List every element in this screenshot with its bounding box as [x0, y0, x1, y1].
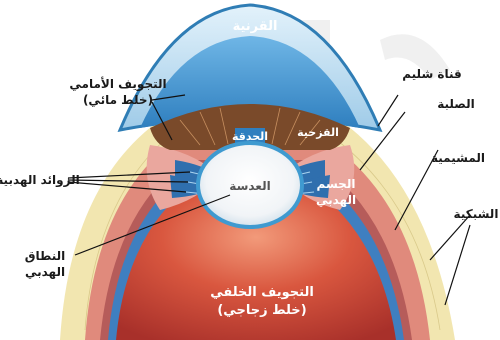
- label-pupil: الحدقة: [232, 130, 268, 143]
- label-ciliary-processes: الزوائد الهدبية: [0, 173, 80, 188]
- label-choroid: المشيمية: [431, 151, 485, 165]
- label-ciliary-body-1: الجسم: [317, 177, 356, 191]
- label-zonule-2: الهدبي: [25, 265, 65, 279]
- label-anterior-chamber-sub: (خلط مائي): [83, 93, 153, 107]
- label-retina: الشبكية: [454, 207, 499, 221]
- label-iris: القزحية: [297, 126, 339, 139]
- label-sclera: الصلبة: [437, 97, 475, 111]
- label-ciliary-body-2: الهدبي: [316, 193, 356, 207]
- label-posterior-chamber: التجويف الخلفي: [210, 285, 314, 300]
- label-posterior-chamber-sub: (خلط زجاجي): [217, 303, 306, 318]
- label-zonule-1: النطاق: [25, 249, 65, 263]
- label-cornea: القرنية: [233, 19, 278, 34]
- label-anterior-chamber: التجويف الأمامي: [69, 76, 166, 92]
- label-lens: العدسة: [229, 179, 270, 193]
- label-schlemm-canal: قناة شليم: [402, 67, 462, 81]
